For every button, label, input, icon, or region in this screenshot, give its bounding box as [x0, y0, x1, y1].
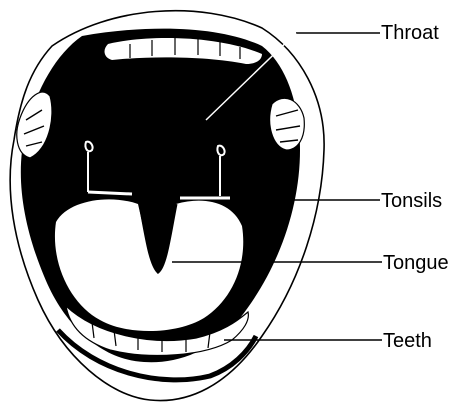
tonsils-label: Tonsils	[381, 191, 442, 211]
throat-label: Throat	[381, 23, 439, 43]
tongue-label: Tongue	[383, 253, 449, 273]
teeth-label: Teeth	[383, 331, 432, 351]
